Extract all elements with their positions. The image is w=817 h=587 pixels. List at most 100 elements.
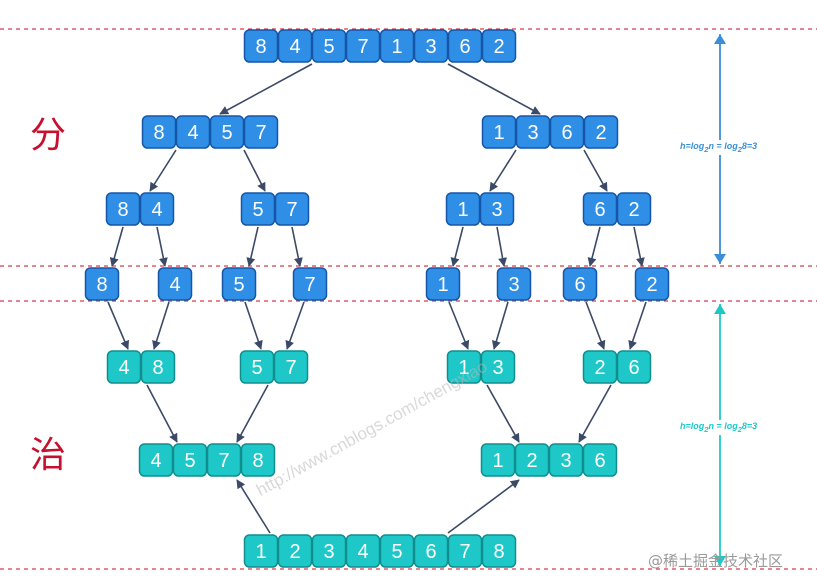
array-cell	[240, 443, 276, 477]
array-value: 4	[169, 274, 180, 296]
array-value: 3	[491, 199, 502, 221]
array-value: 8	[96, 274, 107, 296]
array-cell	[106, 350, 142, 384]
array-cell	[243, 115, 279, 149]
array-group: 7	[292, 267, 328, 301]
arrows	[107, 63, 647, 534]
height-arrow-head	[714, 254, 726, 264]
array-value: 6	[561, 122, 572, 144]
array-group: 8	[84, 267, 120, 301]
array-cell	[616, 350, 652, 384]
formula-tail: 8=3	[741, 421, 758, 431]
array-value: 5	[252, 199, 263, 221]
height-arrows	[714, 34, 726, 566]
formula-sub2: 2	[737, 424, 742, 434]
flow-arrow	[583, 149, 608, 192]
formula-n: n = log	[708, 141, 738, 151]
array-cell	[311, 534, 347, 568]
array-cell	[479, 192, 515, 226]
array-value: 5	[251, 357, 262, 379]
level-separators	[0, 28, 817, 570]
array-value: 2	[628, 199, 639, 221]
array-value: 4	[289, 36, 300, 58]
array-value: 4	[150, 450, 161, 472]
array-value: 1	[437, 274, 448, 296]
array-value: 2	[289, 541, 300, 563]
array-value: 1	[492, 450, 503, 472]
array-cell	[157, 267, 193, 301]
array-cell	[292, 267, 328, 301]
array-cell	[480, 350, 516, 384]
flow-arrow	[491, 301, 509, 350]
array-cell	[481, 534, 517, 568]
array-cell	[105, 192, 141, 226]
array-cell	[514, 443, 550, 477]
array-group: 2	[634, 267, 670, 301]
flow-arrow	[448, 301, 470, 350]
array-value: 8	[117, 199, 128, 221]
array-cell	[243, 534, 279, 568]
array-cell	[496, 267, 532, 301]
flow-arrow	[450, 226, 464, 267]
array-group: 1	[425, 267, 461, 301]
flow-arrow	[107, 301, 129, 350]
array-value: 4	[187, 122, 198, 144]
array-group: 6	[562, 267, 598, 301]
array-cell	[616, 192, 652, 226]
array-value: 7	[459, 541, 470, 563]
array-value: 4	[118, 357, 129, 379]
array-cell	[425, 267, 461, 301]
array-cell	[447, 534, 483, 568]
array-value: 6	[574, 274, 585, 296]
flow-arrow	[236, 384, 269, 443]
array-group: 3	[496, 267, 532, 301]
array-value: 1	[255, 541, 266, 563]
array-cell	[221, 267, 257, 301]
flow-arrow	[447, 479, 520, 534]
array-value: 3	[425, 36, 436, 58]
array-cell	[379, 29, 415, 63]
array-cell	[634, 267, 670, 301]
array-value: 5	[323, 36, 334, 58]
flow-arrow	[152, 301, 170, 350]
array-value: 8	[252, 450, 263, 472]
flow-arrow	[244, 301, 263, 350]
formula-sub: 2	[704, 424, 709, 434]
array-value: 2	[493, 36, 504, 58]
array-cell	[141, 115, 177, 149]
array-value: 2	[594, 357, 605, 379]
array-cell	[172, 443, 208, 477]
flow-arrow	[628, 301, 647, 350]
array-value: 1	[493, 122, 504, 144]
flow-arrow	[219, 63, 313, 115]
height-arrow-head	[714, 304, 726, 314]
array-value: 5	[184, 450, 195, 472]
array-value: 7	[255, 122, 266, 144]
array-cell	[548, 443, 584, 477]
array-value: 7	[285, 357, 296, 379]
array-value: 3	[323, 541, 334, 563]
phase-label-conquer: 治	[30, 435, 67, 476]
array-cell	[240, 192, 276, 226]
array-cell	[277, 534, 313, 568]
array-cell	[413, 29, 449, 63]
array-cell	[515, 115, 551, 149]
array-cell	[206, 443, 242, 477]
array-cell	[549, 115, 585, 149]
array-cell	[345, 29, 381, 63]
array-value: 1	[391, 36, 402, 58]
array-cell	[311, 29, 347, 63]
array-cell	[481, 115, 517, 149]
formula-h: h	[680, 421, 686, 431]
height-arrow-head	[714, 34, 726, 44]
array-cell	[413, 534, 449, 568]
